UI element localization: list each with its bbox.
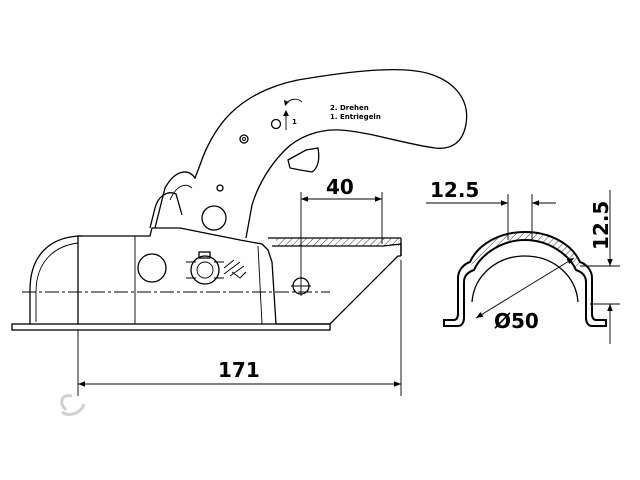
ball-cup-dome <box>29 235 82 324</box>
dimension-flange-height: 12.5 <box>580 190 620 344</box>
arrow-number: 1 <box>292 118 297 126</box>
dimension-bolt-spacing: 40 <box>300 175 383 278</box>
dimension-diameter: Ø50 <box>475 257 575 333</box>
dimension-40: 40 <box>326 175 354 199</box>
watermark-mark <box>60 394 86 416</box>
release-trigger <box>287 147 320 173</box>
pivot-hole <box>201 205 227 231</box>
handle-text-turn: 2. Drehen <box>330 104 369 112</box>
unlock-arrow-icon <box>285 98 303 105</box>
dimension-overall-length: 171 <box>77 260 402 396</box>
locking-handle <box>154 69 468 239</box>
base-plate <box>11 323 331 331</box>
dimension-12-5-vertical: 12.5 <box>589 201 613 250</box>
lock-indicator <box>190 255 220 285</box>
coupling-body <box>78 227 277 325</box>
dimension-flange-width: 12.5 <box>426 178 556 240</box>
handle-text-unlock: 1. Entriegeln <box>330 113 381 121</box>
dimension-171: 171 <box>218 358 260 382</box>
dimension-diameter-50: Ø50 <box>494 309 539 333</box>
drawbar-tube <box>268 237 402 325</box>
dimension-12-5-horizontal: 12.5 <box>430 178 479 202</box>
side-view: 1 2. Drehen 1. Entriegeln <box>11 69 468 331</box>
